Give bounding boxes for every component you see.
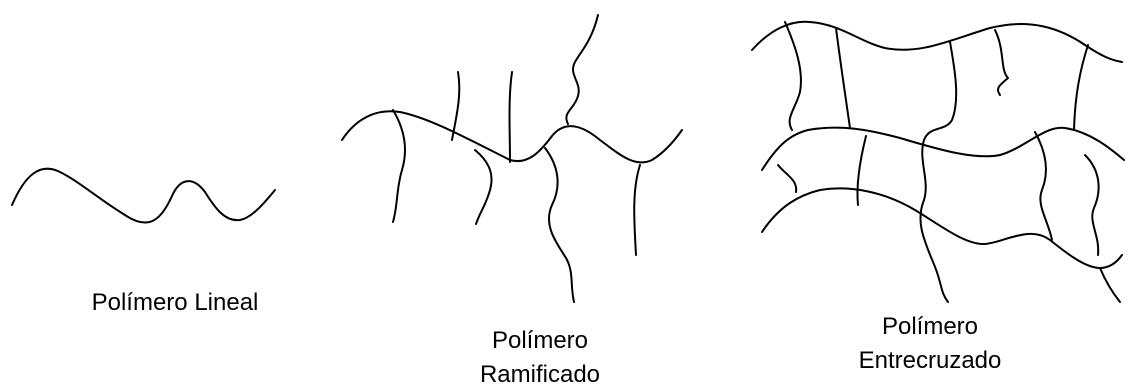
linear-polymer-illustration [12, 169, 275, 223]
linear-polymer-chain [12, 169, 275, 223]
crosslink-4 [995, 30, 1008, 95]
caption-crosslinked-polymer-line1: Polímero [790, 310, 1070, 344]
crosslinked-polymer-illustration [752, 22, 1124, 302]
crosslink-2 [836, 28, 850, 128]
caption-branched-polymer: Polímero Ramificado [400, 324, 680, 392]
crosslinked-chain-top [752, 22, 1122, 62]
crosslink-1 [785, 22, 801, 130]
crosslink-9 [1085, 155, 1099, 255]
caption-crosslinked-polymer: Polímero Entrecruzado [790, 310, 1070, 378]
branch-7 [634, 165, 640, 255]
crosslink-8 [1035, 132, 1052, 240]
caption-branched-polymer-line2: Ramificado [400, 358, 680, 392]
branch-2 [475, 150, 492, 224]
crosslink-7 [857, 136, 866, 205]
crosslink-5 [1074, 45, 1088, 130]
crosslinked-chain-middle [762, 128, 1124, 170]
crosslink-11 [1100, 268, 1120, 302]
branched-polymer-illustration [342, 15, 682, 302]
caption-branched-polymer-line1: Polímero [400, 324, 680, 358]
crosslink-6 [778, 165, 796, 192]
branch-6 [545, 148, 574, 302]
branch-1 [393, 110, 405, 222]
caption-linear-polymer-text: Polímero Lineal [92, 289, 259, 316]
branch-5 [566, 15, 598, 124]
caption-crosslinked-polymer-line2: Entrecruzado [790, 344, 1070, 378]
crosslinked-chain-bottom [762, 188, 1122, 268]
caption-linear-polymer: Polímero Lineal [40, 286, 310, 320]
branched-main-chain [342, 111, 682, 162]
branch-4 [510, 72, 513, 162]
crosslink-3 [922, 42, 956, 200]
branch-3 [452, 72, 459, 140]
